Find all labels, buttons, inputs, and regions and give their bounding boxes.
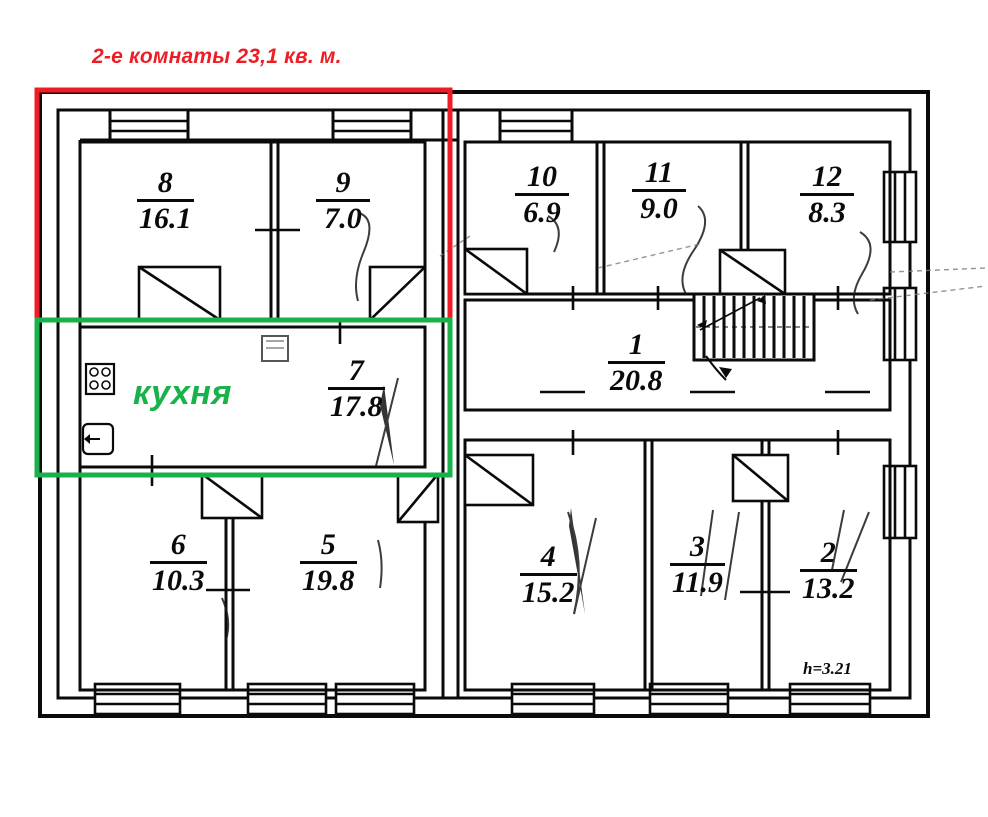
room-fraction-rule	[515, 193, 569, 196]
window-top-1	[108, 108, 190, 144]
kitchen-label: кухня	[133, 374, 232, 412]
room-area: 7.0	[324, 202, 362, 235]
room-fraction-rule	[328, 387, 385, 390]
room-number: 4	[540, 540, 556, 573]
room-area: 19.8	[302, 564, 355, 597]
room-number: 10	[527, 160, 557, 193]
door-room-4	[463, 453, 535, 507]
room-fraction-rule	[800, 193, 854, 196]
door-room-9	[368, 265, 427, 322]
room-number: 6	[170, 528, 186, 561]
vent-shaft-icon	[261, 335, 289, 362]
room-area: 8.3	[808, 196, 846, 229]
windows-top	[108, 108, 574, 144]
dimension-leaders	[439, 235, 987, 301]
room-area: 16.1	[139, 202, 192, 235]
door-room-11	[718, 248, 787, 296]
room-fraction-rule	[670, 563, 725, 566]
room-number: 8	[157, 166, 173, 199]
room-area: 10.3	[152, 564, 205, 597]
room-number: 1	[628, 328, 644, 361]
room-area: 6.9	[523, 196, 561, 229]
room-number: 12	[812, 160, 842, 193]
ceiling-height-note: h=3.21	[803, 659, 852, 678]
staircase-icon	[692, 292, 816, 381]
room-area: 17.8	[330, 390, 383, 423]
room-fraction-rule	[520, 573, 577, 576]
door-openings	[150, 228, 870, 594]
door-room-8	[137, 265, 222, 322]
room-number: 9	[335, 166, 351, 199]
room-fraction-rule	[608, 361, 665, 364]
room-area: 11.9	[672, 566, 723, 599]
room-area: 9.0	[640, 192, 678, 225]
survey-marks	[221, 205, 872, 641]
room-fraction-rule	[316, 199, 370, 202]
central-spine-wall	[441, 110, 460, 698]
window-top-2	[331, 108, 413, 144]
room-number: 11	[644, 156, 674, 189]
room-area: 13.2	[802, 572, 855, 605]
room-fraction-rule	[632, 189, 686, 192]
room-area: 15.2	[522, 576, 575, 609]
partitions-right-block	[463, 110, 892, 692]
building-outline	[38, 90, 930, 718]
room-fraction-rule	[137, 199, 194, 202]
door-room-10	[463, 247, 529, 296]
room-number: 7	[348, 354, 364, 387]
highlight-green-kitchen	[34, 317, 453, 478]
sink-icon	[81, 422, 115, 456]
room-fraction-rule	[150, 561, 207, 564]
room-fraction-rule	[800, 569, 857, 572]
room-number: 3	[689, 530, 705, 563]
door-room-3	[731, 453, 790, 503]
room-number: 2	[820, 536, 836, 569]
highlight-title-label: 2-е комнаты 23,1 кв. м.	[92, 45, 342, 68]
door-room-6	[200, 472, 264, 520]
door-room-5	[396, 472, 440, 524]
window-top-3	[498, 108, 574, 144]
stove-icon	[84, 362, 116, 396]
room-area: 20.8	[610, 364, 663, 397]
room-fraction-rule	[300, 561, 357, 564]
room-number: 5	[320, 528, 336, 561]
